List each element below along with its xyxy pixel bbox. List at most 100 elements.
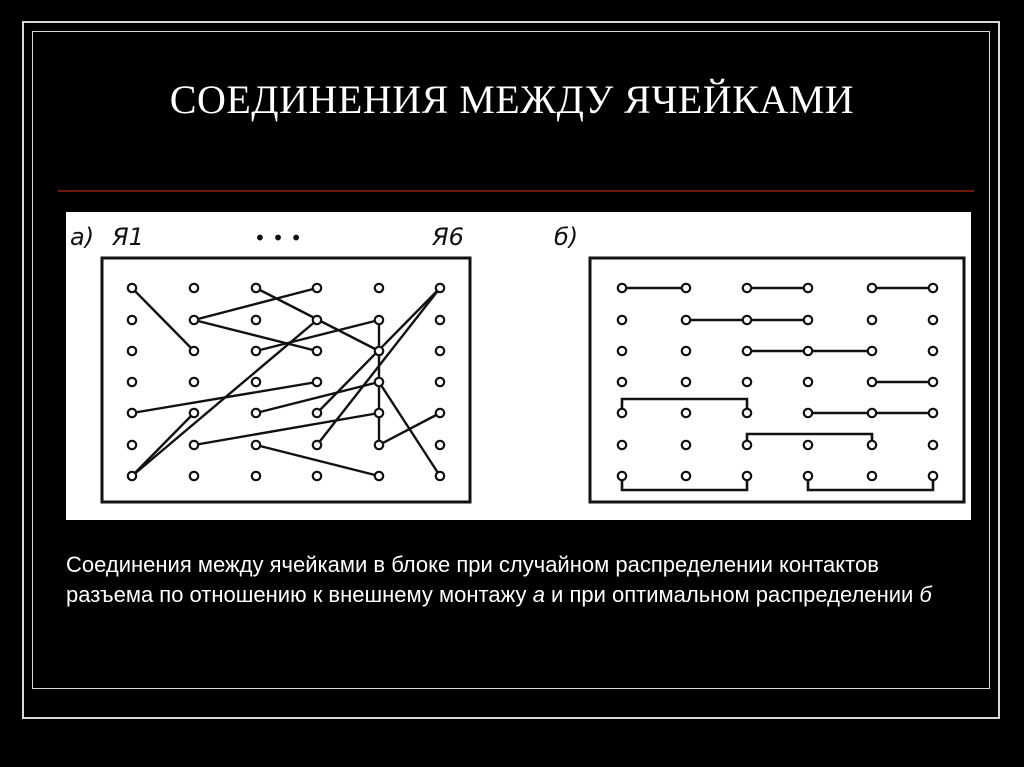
pin-b xyxy=(866,345,878,357)
wire-a xyxy=(131,287,195,352)
pin-b xyxy=(741,345,753,357)
wire-a xyxy=(255,380,380,415)
pin-b xyxy=(616,407,628,419)
pin-a xyxy=(311,314,323,326)
pin-b xyxy=(802,314,814,326)
pin-b xyxy=(616,470,628,482)
pin-b xyxy=(927,470,939,482)
pin-b xyxy=(866,439,878,451)
pin-a xyxy=(311,376,323,388)
pin-a xyxy=(250,376,262,388)
pin-a xyxy=(373,376,385,388)
wire-b-bracket xyxy=(806,476,935,492)
pin-a xyxy=(434,470,446,482)
pin-a xyxy=(434,282,446,294)
pin-b xyxy=(741,470,753,482)
pin-a xyxy=(126,470,138,482)
pin-a xyxy=(434,345,446,357)
pin-a xyxy=(434,376,446,388)
pin-b xyxy=(680,314,692,326)
pin-b xyxy=(802,282,814,294)
wire-a xyxy=(255,443,380,478)
wire-a xyxy=(377,381,442,477)
pin-b xyxy=(802,407,814,419)
slide-outer-frame xyxy=(22,21,1000,719)
pin-a xyxy=(188,314,200,326)
pin-b xyxy=(741,376,753,388)
wire-b-bracket xyxy=(745,432,874,445)
pin-a xyxy=(188,439,200,451)
pin-b xyxy=(616,376,628,388)
caption-letter-b: б xyxy=(919,582,932,607)
pin-a xyxy=(250,314,262,326)
pin-a xyxy=(373,345,385,357)
pin-b xyxy=(741,407,753,419)
caption-text-1: Соединения между ячейками в блоке при сл… xyxy=(66,552,879,607)
pin-a xyxy=(126,407,138,419)
pin-b xyxy=(802,345,814,357)
wire-b-bracket xyxy=(620,476,749,492)
title-divider xyxy=(58,190,974,192)
pin-a xyxy=(311,470,323,482)
wire-b-bracket xyxy=(620,397,749,413)
pin-a xyxy=(373,439,385,451)
pin-b xyxy=(927,407,939,419)
pin-a xyxy=(126,376,138,388)
pin-b xyxy=(866,282,878,294)
caption-letter-a: а xyxy=(532,582,545,607)
pin-b xyxy=(680,345,692,357)
ellipsis-label: • • • xyxy=(254,226,302,250)
pin-b xyxy=(616,345,628,357)
pin-b xyxy=(866,407,878,419)
pin-a xyxy=(126,345,138,357)
pin-b xyxy=(802,376,814,388)
pin-a xyxy=(434,407,446,419)
pin-b xyxy=(680,376,692,388)
panel-a-label: а) xyxy=(70,223,94,251)
pin-a xyxy=(250,345,262,357)
pin-b xyxy=(680,439,692,451)
pin-a xyxy=(250,439,262,451)
wire-a xyxy=(193,318,318,353)
pin-a xyxy=(250,407,262,419)
pin-a xyxy=(311,439,323,451)
slide-caption: Соединения между ячейками в блоке при сл… xyxy=(66,550,946,610)
caption-text-2: и при оптимальном распределении xyxy=(544,582,920,607)
pin-a xyxy=(373,282,385,294)
panel-b-label: б) xyxy=(554,223,578,251)
pin-a xyxy=(250,282,262,294)
wire-a xyxy=(193,286,318,322)
pin-a xyxy=(434,314,446,326)
pin-b xyxy=(927,314,939,326)
pin-a xyxy=(373,314,385,326)
pin-b xyxy=(866,470,878,482)
cell-last-label: Я6 xyxy=(431,223,464,251)
pin-a xyxy=(250,470,262,482)
panel-a-frame xyxy=(100,256,472,504)
wire-a xyxy=(193,411,380,447)
connection-diagram-svg: а) Я1 • • • Я6 б) xyxy=(70,223,966,504)
pin-a xyxy=(188,407,200,419)
pin-a xyxy=(126,314,138,326)
pin-b xyxy=(741,439,753,451)
pin-a xyxy=(126,439,138,451)
pin-b xyxy=(866,314,878,326)
pin-a xyxy=(188,376,200,388)
panel-b-frame xyxy=(588,256,966,504)
contact-pins xyxy=(126,282,939,482)
wire-a xyxy=(255,318,380,353)
pin-b xyxy=(802,470,814,482)
wire-a xyxy=(131,412,195,477)
pin-a xyxy=(126,282,138,294)
pin-a xyxy=(311,282,323,294)
wire-a xyxy=(131,380,318,415)
panel-a-wires xyxy=(131,286,442,478)
pin-b xyxy=(680,282,692,294)
pin-b xyxy=(927,376,939,388)
slide-inner-frame xyxy=(32,31,990,689)
connection-diagram-figure: а) Я1 • • • Я6 б) xyxy=(66,212,971,520)
slide-title: СОЕДИНЕНИЯ МЕЖДУ ЯЧЕЙКАМИ xyxy=(169,77,855,122)
pin-b xyxy=(927,345,939,357)
pin-b xyxy=(616,439,628,451)
pin-a xyxy=(188,470,200,482)
